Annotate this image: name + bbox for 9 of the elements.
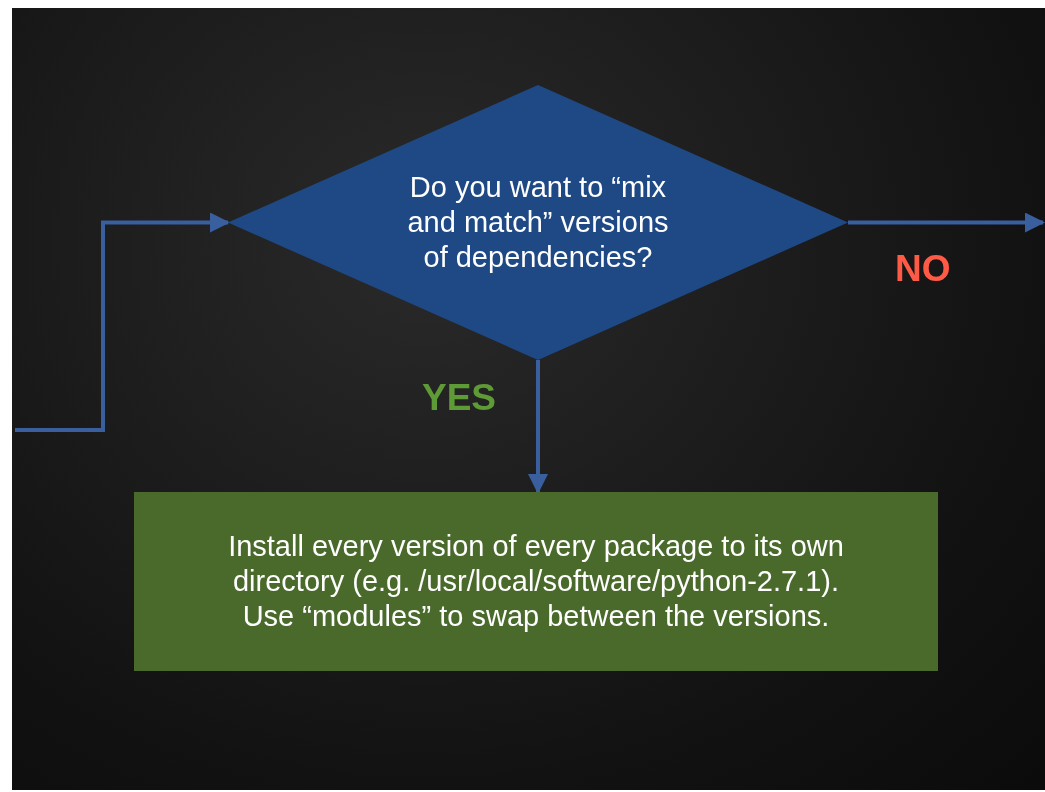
decision-diamond	[228, 85, 848, 360]
node-text: Install every version of every package to its own directory (e.g. /usr/local/software/python-2.7.1). Use “modules” to swap between the versions.	[227, 529, 845, 634]
arrow	[848, 212, 1045, 233]
edge-label: NO	[895, 248, 951, 290]
process-box	[134, 492, 938, 671]
arrow	[528, 360, 548, 494]
node-text: Do you want to “mix and match” versions of dependencies?	[406, 170, 670, 275]
edge-label: YES	[422, 377, 497, 419]
arrow	[15, 212, 230, 432]
